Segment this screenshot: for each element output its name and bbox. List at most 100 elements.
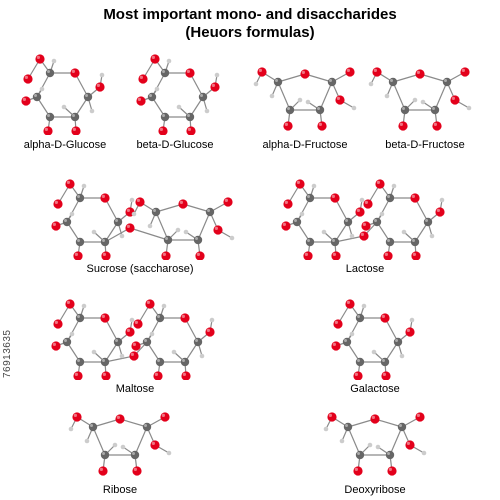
hydrogen-atom <box>204 108 210 114</box>
atom-highlight <box>196 252 200 256</box>
atom-highlight <box>187 127 191 131</box>
diagram-title: Most important mono- and disaccharides <box>103 6 397 23</box>
carbon-atom <box>193 337 203 347</box>
oxygen-atom <box>405 440 415 450</box>
carbon-atom <box>130 450 140 460</box>
oxygen-atom <box>21 96 31 106</box>
hydrogen-atom <box>368 81 374 87</box>
oxygen-atom <box>415 69 425 79</box>
oxygen-atom <box>333 319 343 329</box>
atom-highlight <box>66 180 70 184</box>
molecule-lactose <box>281 179 445 260</box>
carbon-atom <box>342 337 352 347</box>
atom-highlight <box>47 114 50 117</box>
atom-highlight <box>461 68 465 72</box>
oxygen-atom <box>145 299 155 309</box>
hydrogen-atom <box>253 81 259 87</box>
oxygen-atom <box>300 69 310 79</box>
hydrogen-atom <box>229 235 235 241</box>
atom-highlight <box>433 122 437 126</box>
bond <box>92 418 121 428</box>
carbon-atom <box>155 313 165 323</box>
oxygen-atom <box>71 126 81 135</box>
atom-highlight <box>317 107 320 110</box>
oxygen-atom <box>405 327 415 337</box>
bond <box>319 81 333 111</box>
oxygen-atom <box>23 74 33 84</box>
carbon-atom <box>160 68 170 78</box>
oxygen-atom <box>205 327 215 337</box>
molecule-alpha-glucose <box>21 54 105 135</box>
atom-highlight <box>224 198 228 202</box>
oxygen-atom <box>132 466 142 476</box>
carbon-atom <box>62 337 72 347</box>
hydrogen-atom <box>89 108 95 114</box>
hydrogen-atom <box>371 349 377 355</box>
oxygen-atom <box>65 179 75 189</box>
carbon-atom <box>397 422 407 432</box>
atom-highlight <box>388 467 392 471</box>
oxygen-atom <box>363 199 373 209</box>
atom-highlight <box>331 194 335 198</box>
atom-highlight <box>96 83 100 87</box>
hydrogen-atom <box>339 438 345 444</box>
atom-highlight <box>344 339 347 342</box>
oxygen-atom <box>51 341 61 351</box>
atom-highlight <box>52 342 56 346</box>
oxygen-atom <box>327 412 337 422</box>
atom-highlight <box>346 300 350 304</box>
oxygen-atom <box>133 319 143 329</box>
hydrogen-atom <box>199 353 205 359</box>
oxygen-atom <box>136 96 146 106</box>
atom-highlight <box>382 359 385 362</box>
atom-highlight <box>66 300 70 304</box>
hydrogen-atom <box>214 72 220 78</box>
atom-highlight <box>381 314 385 318</box>
hydrogen-atom <box>311 183 317 189</box>
oxygen-atom <box>115 414 125 424</box>
oxygen-atom <box>73 371 83 380</box>
bond <box>347 426 361 456</box>
hydrogen-atom <box>131 211 137 217</box>
atom-highlight <box>258 68 262 72</box>
atom-highlight <box>346 68 350 72</box>
oxygen-atom <box>72 412 82 422</box>
carbon-atom <box>273 77 283 87</box>
atom-highlight <box>390 79 393 82</box>
carbon-atom <box>380 357 390 367</box>
atom-highlight <box>362 222 366 226</box>
oxygen-atom <box>411 251 421 260</box>
label-alpha-glucose: alpha-D-Glucose <box>23 139 107 151</box>
atom-highlight <box>207 209 210 212</box>
hydrogen-atom <box>129 197 135 203</box>
atom-highlight <box>162 114 165 117</box>
atom-highlight <box>304 252 308 256</box>
hydrogen-atom <box>99 72 105 78</box>
molecule-beta-fructose <box>368 67 472 131</box>
oxygen-atom <box>460 67 470 77</box>
atom-highlight <box>318 122 322 126</box>
atom-highlight <box>296 180 300 184</box>
carbon-atom <box>113 217 123 227</box>
atom-highlight <box>24 75 28 79</box>
carbon-atom <box>83 92 93 102</box>
atom-highlight <box>102 452 105 455</box>
oxygen-atom <box>43 126 53 135</box>
hydrogen-atom <box>384 93 390 99</box>
hydrogen-atom <box>129 317 135 323</box>
carbon-atom <box>100 450 110 460</box>
atom-highlight <box>387 239 390 242</box>
atom-highlight <box>90 424 93 427</box>
oxygen-atom <box>281 221 291 231</box>
carbon-atom <box>305 237 315 247</box>
atom-highlight <box>151 55 155 59</box>
hydrogen-atom <box>119 233 125 239</box>
oxygen-atom <box>335 95 345 105</box>
atom-highlight <box>162 70 165 73</box>
oxygen-atom <box>101 251 111 260</box>
atom-highlight <box>416 70 420 74</box>
oxygen-atom <box>53 199 63 209</box>
hydrogen-atom <box>375 444 381 450</box>
atom-highlight <box>282 222 286 226</box>
carbon-atom <box>185 112 195 122</box>
